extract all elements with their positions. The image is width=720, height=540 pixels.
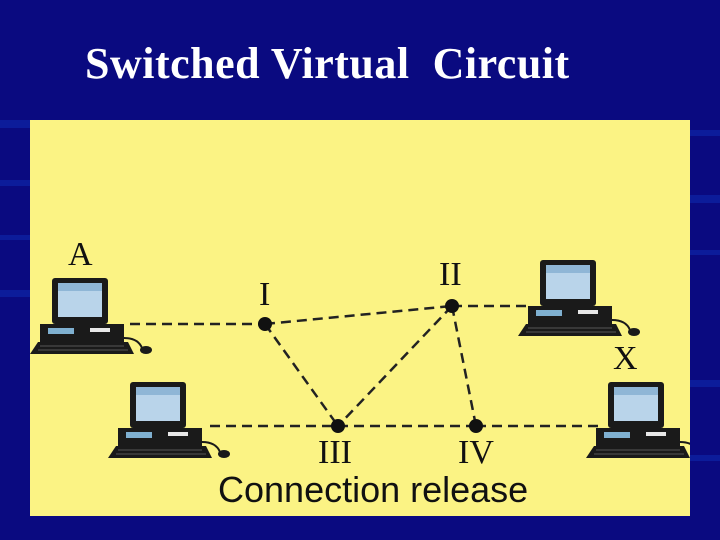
switch-nodes bbox=[258, 299, 483, 433]
switch-label-ii: II bbox=[439, 256, 462, 293]
network-diagram bbox=[30, 259, 690, 459]
link-ii-iv bbox=[450, 305, 478, 427]
virtual-circuit-links bbox=[130, 304, 600, 428]
link-i-ii bbox=[264, 304, 453, 326]
switch-node-iv bbox=[469, 419, 483, 433]
switch-label-i: I bbox=[259, 276, 271, 313]
switch-node-iii bbox=[331, 419, 345, 433]
link-i-iii bbox=[263, 323, 340, 427]
switch-node-ii bbox=[445, 299, 459, 313]
switch-node-i bbox=[258, 317, 272, 331]
diagram-panel: A X I II III IV Connection release bbox=[30, 120, 690, 516]
endpoint-label-x: X bbox=[613, 340, 638, 377]
switch-label-iii: III bbox=[318, 434, 352, 471]
switch-label-iv: IV bbox=[458, 434, 494, 471]
diagram-caption: Connection release bbox=[218, 469, 529, 510]
computer-icon-upper-right bbox=[517, 259, 641, 337]
slide-title: Switched Virtual Circuit bbox=[85, 39, 570, 88]
endpoint-label-a: A bbox=[68, 236, 93, 273]
computer-icon-a bbox=[30, 277, 153, 355]
link-ii-iii bbox=[337, 305, 453, 427]
computer-icon-lower-left bbox=[107, 381, 231, 459]
computer-icon-x bbox=[585, 381, 690, 459]
